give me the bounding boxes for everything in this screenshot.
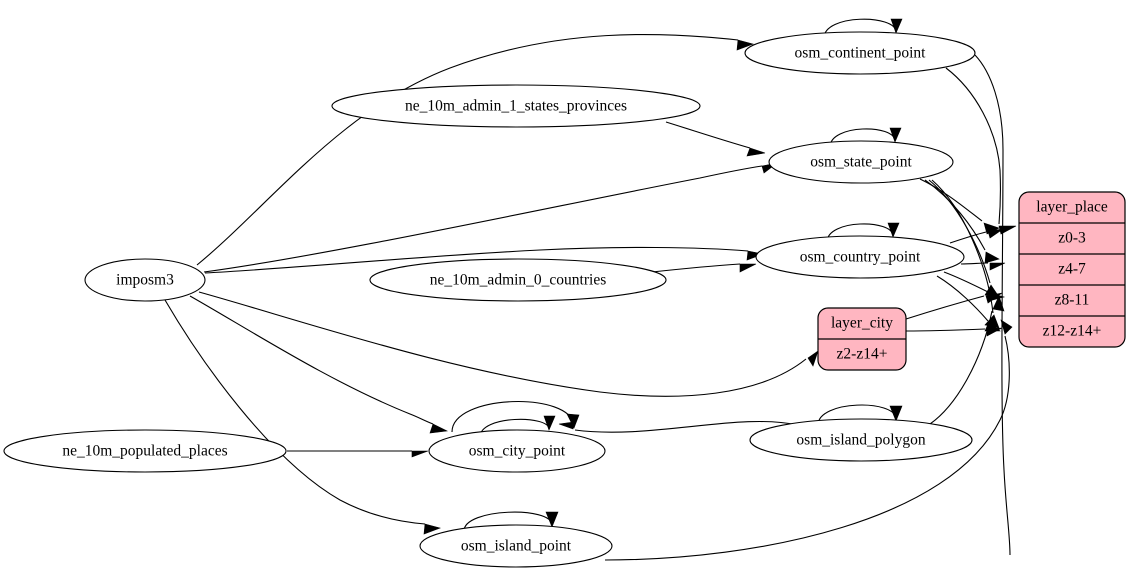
node-osm-city-point[interactable]: osm_city_point [428,429,606,473]
node-osm-island-point-label: osm_island_point [461,538,572,555]
record-layer-city-port-z2-z14[interactable]: z2-z14+ [837,346,888,363]
edge-imposm3-to-osm-continent-point [196,34,739,266]
edge-states-provinces-to-osm-state-point [665,121,751,149]
edge-osm-state-point-to-layer-place-z0-3 [919,178,983,222]
arrowhead-layer-city-layer-place-z12-z14 [986,327,1003,337]
edge-continent-route-vertical [974,54,1011,556]
node-ne-10m-admin-0-countries[interactable]: ne_10m_admin_0_countries [369,258,667,302]
arrowhead-populated-places-osm-city-point [411,450,429,458]
node-imposm3[interactable]: imposm3 [84,258,206,302]
edge-layer-city-to-layer-place-z12-z14 [905,328,986,332]
edge-osm-city-point-self-loop-inner [479,418,550,438]
edge-imposm3-to-osm-city-point [189,295,434,425]
arrowhead-osm-island-point-self-loop [545,511,559,528]
arrowhead-imposm3-osm-island-point [423,523,441,535]
node-layer: imposm3 ne_10m_admin_1_states_provinces … [3,31,976,568]
node-ne-10m-admin-1-states-provinces-shape[interactable] [331,84,701,128]
arrowhead-osm-country-point-layer-place-z0-3 [987,228,1004,239]
edge-imposm3-to-osm-state-point [203,165,763,273]
node-osm-island-polygon-label: osm_island_polygon [796,432,925,449]
node-osm-state-point-label: osm_state_point [810,154,912,171]
node-imposm3-shape[interactable] [84,258,206,302]
arrowhead-imposm3-osm-city-point [429,423,449,434]
arrowhead-osm-island-polygon-osm-city-point [558,421,575,430]
arrowhead-states-provinces-osm-state-point [746,147,766,157]
record-layer-place-port-z12-z14[interactable]: z12-z14+ [1043,323,1102,340]
node-imposm3-label: imposm3 [116,272,174,289]
record-node-layer-city[interactable]: layer_city z2-z14+ [817,307,907,371]
arrowhead-osm-state-point-layer-place-z4-7 [984,251,1000,264]
edge-osm-island-polygon-to-layer-place-z8-11 [929,310,993,425]
edge-osm-country-point-to-layer-place-z12-z14 [936,275,989,322]
record-layer-place-port-z4-7[interactable]: z4-7 [1058,261,1086,278]
node-ne-10m-populated-places-shape[interactable] [3,429,287,473]
node-osm-city-point-shape[interactable] [428,429,606,473]
node-ne-10m-admin-1-states-provinces-label: ne_10m_admin_1_states_provinces [405,98,627,115]
edge-osm-country-point-to-layer-place-z0-3 [949,231,987,244]
edge-osm-country-point-to-layer-place-z4-7 [960,262,989,265]
edge-imposm3-to-layer-city [198,291,807,397]
record-node-layer: layer_place z0-3 z4-7 z8-11 z12-z14+ lay… [817,191,1126,371]
node-osm-island-point[interactable]: osm_island_point [419,524,613,568]
record-layer-place-port-z0-3[interactable]: z0-3 [1058,230,1086,247]
record-layer-place-port-z8-11[interactable]: z8-11 [1055,292,1090,309]
arrowhead-osm-country-point-self-loop [887,222,900,238]
node-osm-island-polygon-shape[interactable] [749,418,973,462]
edge-osm-island-point-to-layer-place-z12-z14 [604,335,1010,561]
edge-admin-0-countries-to-osm-country-point [651,263,741,273]
arrowhead-layer-city-layer-place-z8-11 [985,292,1003,304]
arrowhead-osm-city-point-self-loop-inner [543,415,556,431]
arrowhead-admin-0-countries-osm-country-point [739,263,757,273]
node-ne-10m-admin-1-states-provinces[interactable]: ne_10m_admin_1_states_provinces [331,84,701,128]
edge-imposm3-to-osm-country-point [204,246,749,274]
edge-osm-island-polygon-to-osm-city-point [574,420,798,433]
node-osm-country-point-label: osm_country_point [800,249,921,266]
node-ne-10m-admin-0-countries-label: ne_10m_admin_0_countries [430,272,607,289]
arrowhead-imposm3-layer-city [807,350,819,367]
node-osm-continent-point[interactable]: osm_continent_point [744,31,976,75]
node-osm-state-point-shape[interactable] [768,140,954,184]
arrowhead-osm-country-point-layer-place-z4-7 [989,262,1006,271]
node-osm-island-polygon[interactable]: osm_island_polygon [749,418,973,462]
node-ne-10m-populated-places-label: ne_10m_populated_places [62,443,227,460]
edge-imposm3-to-osm-island-point [164,299,426,525]
node-osm-country-point-shape[interactable] [755,235,965,279]
arrowhead-osm-city-point-self-loop-outer [566,413,580,429]
node-osm-city-point-label: osm_city_point [469,443,566,460]
record-node-layer-place[interactable]: layer_place z0-3 z4-7 z8-11 z12-z14+ [1018,191,1126,348]
arrowhead-osm-state-point-self-loop [889,127,902,143]
node-osm-continent-point-shape[interactable] [744,31,976,75]
edge-osm-island-point-self-loop [463,511,553,532]
arrowhead-imposm3-osm-continent-point [736,39,754,51]
edge-osm-continent-point-to-layer-place-z0-3 [945,67,1001,225]
arrowhead-osm-island-polygon-layer-place-z8-11 [992,295,1005,312]
edge-layer [164,18,1017,561]
node-osm-country-point[interactable]: osm_country_point [755,235,965,279]
arrowhead-osm-continent-point-self-loop [890,18,903,34]
record-layer-place-box[interactable] [1018,191,1126,348]
node-osm-continent-point-label: osm_continent_point [795,45,927,62]
edge-layer-city-to-layer-place-z8-11 [905,295,985,320]
edge-osm-city-point-self-loop-outer [451,401,575,433]
record-layer-city-title: layer_city [831,315,893,332]
node-ne-10m-admin-0-countries-shape[interactable] [369,258,667,302]
node-osm-state-point[interactable]: osm_state_point [768,140,954,184]
edge-osm-state-point-to-layer-place-z4-7 [924,179,986,251]
node-ne-10m-populated-places[interactable]: ne_10m_populated_places [3,429,287,473]
arrowhead-osm-island-point-layer-place-z12-z14 [1000,319,1013,335]
arrowhead-osm-island-polygon-self-loop [889,405,903,422]
edge-osm-country-point-to-layer-place-z8-11 [943,271,989,293]
record-layer-place-title: layer_place [1036,199,1108,216]
node-osm-island-point-shape[interactable] [419,524,613,568]
